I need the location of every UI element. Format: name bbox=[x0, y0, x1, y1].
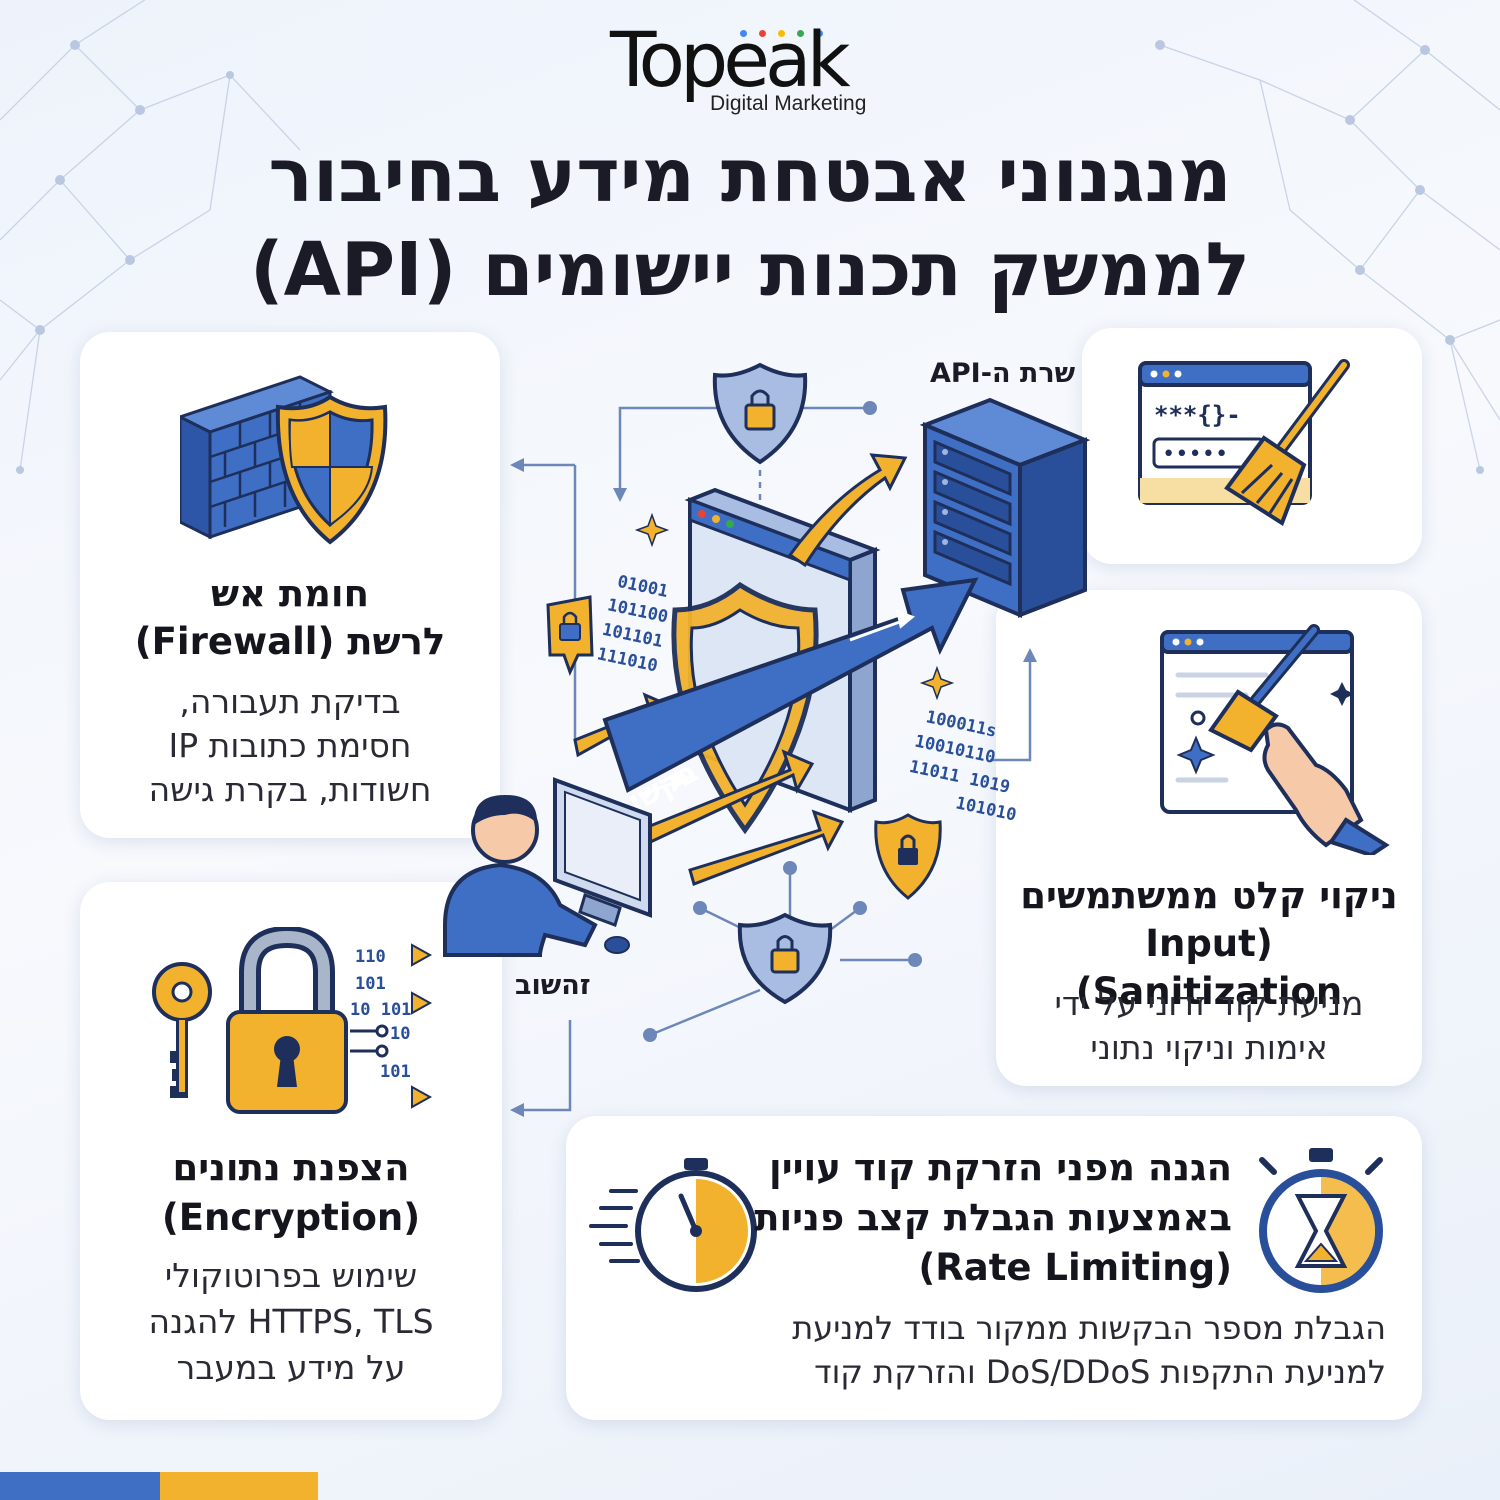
bottom-gold-bar bbox=[160, 1472, 318, 1500]
enc-binary-3: 10 101 bbox=[350, 1000, 411, 1020]
rate-title-line2: באמצעות הגבלת קצב פניות bbox=[754, 1196, 1232, 1239]
firewall-desc-line3: חשודות, בקרת גישה bbox=[148, 770, 432, 809]
encryption-card: 110 101 10 101 10 101 הצפנת נתונים (Encr… bbox=[80, 882, 502, 1420]
logo-text: Topeak bbox=[610, 15, 851, 104]
sanitization-desc-line1: מניעת קוד זדוני על ידי bbox=[1054, 984, 1364, 1023]
logo-dot bbox=[778, 30, 785, 37]
logo-dot bbox=[740, 30, 747, 37]
rate-title-line1: הגנה מפני הזרקת קוד עויין bbox=[769, 1146, 1232, 1189]
hourglass-stopwatch-icon bbox=[1259, 1148, 1383, 1293]
password-dots: ••••• bbox=[1162, 442, 1228, 467]
logo-dot bbox=[816, 30, 823, 37]
code-cleaning-card: ***{}- ••••• bbox=[1082, 328, 1422, 564]
encryption-title-line1: הצפנת נתונים bbox=[172, 1146, 410, 1189]
rate-title-line3: (Rate Limiting) bbox=[918, 1246, 1232, 1289]
encryption-desc-line3: על מידע במעבר bbox=[176, 1348, 406, 1387]
enc-binary-4: 10 bbox=[390, 1024, 410, 1044]
rate-desc-line2: למניעת התקפות DoS/DDoS והזרקת קוד bbox=[814, 1353, 1386, 1391]
encryption-title-line2: (Encryption) bbox=[161, 1196, 421, 1239]
firewall-icon bbox=[180, 375, 388, 545]
firewall-card: חומת אש לרשת (Firewall) בדיקת תעבורה, חס… bbox=[80, 332, 500, 838]
enc-binary-5: 101 bbox=[380, 1062, 411, 1082]
logo-dot bbox=[759, 30, 766, 37]
firewall-desc-line2: חסימת כתובות IP bbox=[168, 726, 412, 765]
bottom-blue-bar bbox=[0, 1472, 160, 1500]
sanitization-desc-line2: אימות וניקוי נתוני bbox=[1090, 1028, 1328, 1067]
logo-subtitle: Digital Marketing bbox=[710, 92, 867, 115]
enc-binary-1: 110 bbox=[355, 947, 386, 967]
logo-dot bbox=[797, 30, 804, 37]
logo-color-dots bbox=[740, 22, 835, 41]
sanitize-hand-broom-icon bbox=[1160, 624, 1390, 855]
firewall-desc-line1: בדיקת תעבורה, bbox=[179, 682, 401, 721]
sanitization-title-line1: ניקוי קלט ממשתמשים bbox=[1020, 874, 1398, 917]
rate-limiting-card: הגנה מפני הזרקת קוד עויין באמצעות הגבלת … bbox=[566, 1116, 1422, 1420]
encryption-desc-line1: שימוש בפרוטוקולי bbox=[164, 1256, 418, 1295]
firewall-title-line2: לרשת (Firewall) bbox=[134, 620, 446, 663]
code-window-text: ***{}- bbox=[1154, 401, 1241, 429]
encryption-desc-line2: HTTPS, TLS להגנה bbox=[148, 1302, 434, 1341]
sanitization-title-line2: (Input Sanitization) bbox=[1075, 922, 1343, 1013]
padlock-key-icon: 110 101 10 101 10 101 bbox=[152, 927, 433, 1114]
page-title-line1: מנגנוני אבטחת מידע בחיבור bbox=[268, 133, 1232, 219]
input-sanitization-card: ניקוי קלט ממשתמשים (Input Sanitization) … bbox=[996, 590, 1422, 1086]
api-server-label: שרת ה-API bbox=[930, 358, 1076, 389]
topeak-logo: Topeak Digital Marketing bbox=[600, 18, 900, 118]
enc-binary-2: 101 bbox=[355, 974, 386, 994]
code-window-broom-icon: ***{}- ••••• bbox=[1138, 359, 1350, 527]
fast-stopwatch-icon bbox=[589, 1158, 757, 1292]
rate-desc-line1: הגבלת מספר הבקשות ממקור בודד למניעת bbox=[792, 1309, 1386, 1347]
firewall-title-line1: חומת אש bbox=[210, 572, 370, 615]
computer-label: זהשוב bbox=[515, 970, 591, 1001]
page-title-line2: לממשק תכנות יישומים (API) bbox=[249, 227, 1251, 313]
